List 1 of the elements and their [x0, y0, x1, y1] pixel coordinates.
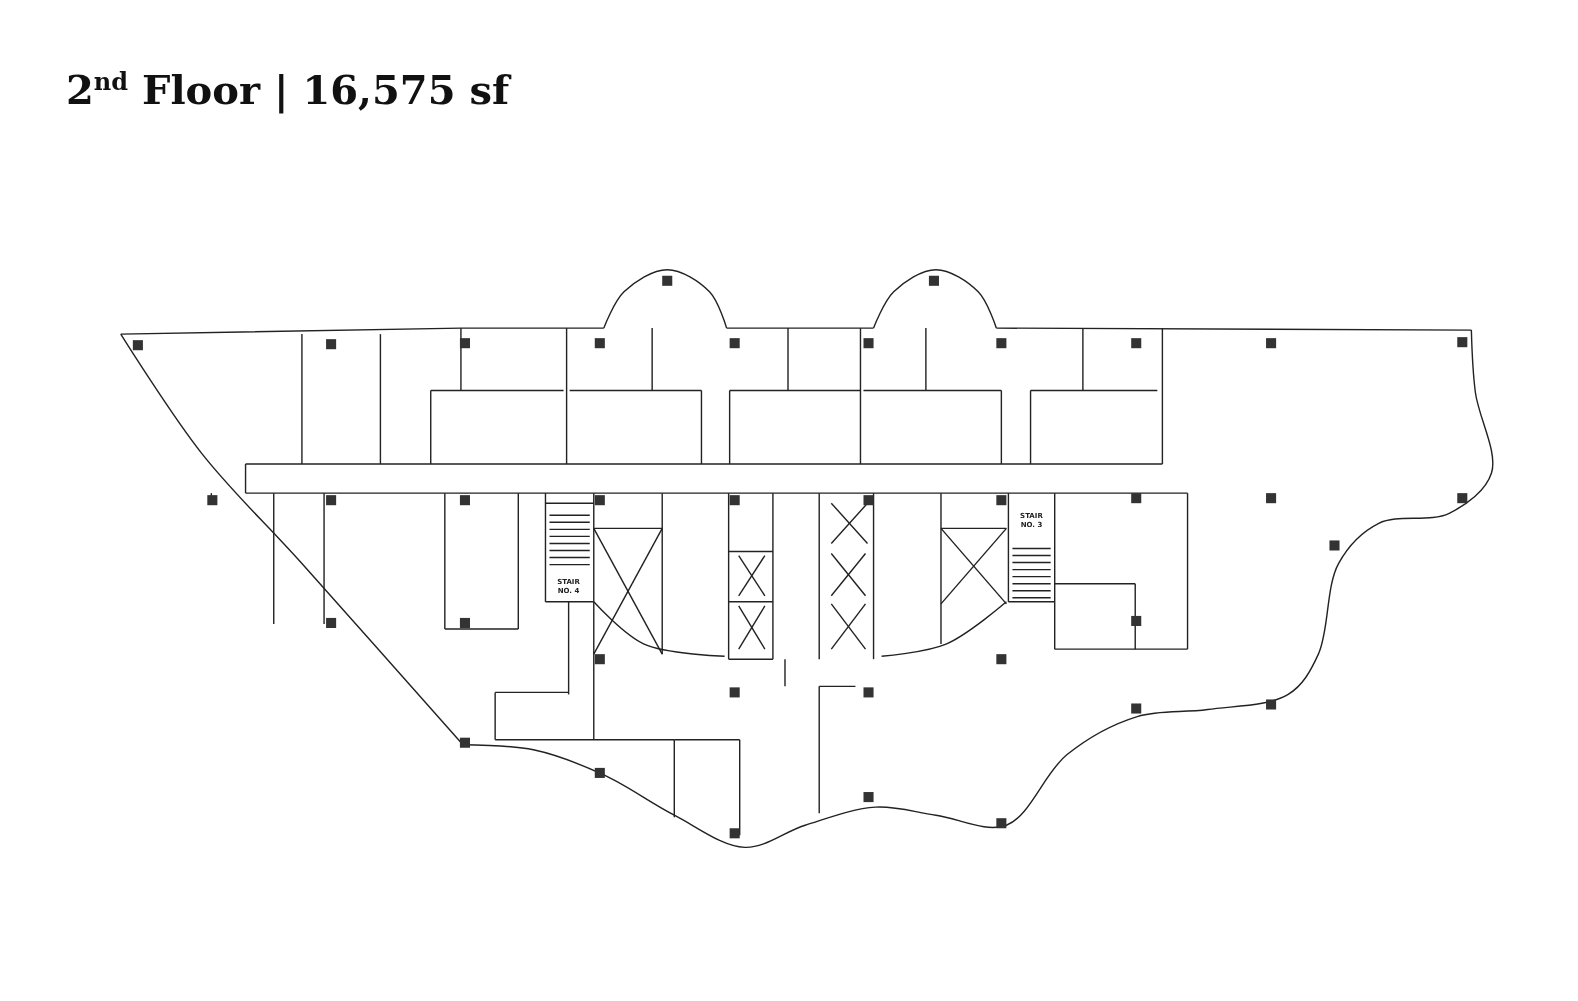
page-title: 2$^{nd}$ Floor | 16,575 sf [66, 66, 510, 113]
